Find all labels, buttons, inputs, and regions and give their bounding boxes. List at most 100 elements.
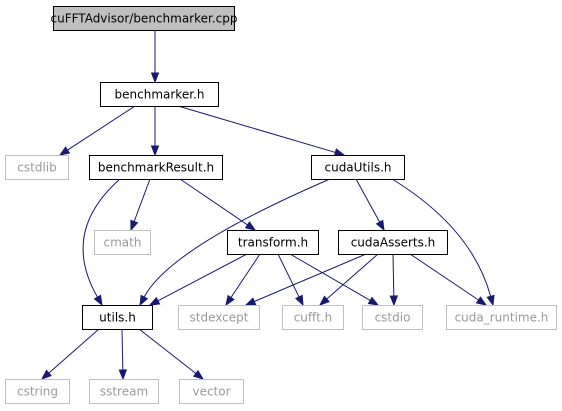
edge-line [177,105,336,153]
node-cuda-runtime-h: cuda_runtime.h [446,305,557,330]
node-sstream: sstream [89,379,159,404]
node-label: utils.h [99,311,136,325]
edge-line [48,328,100,374]
edge-line [409,253,479,301]
edge-cudaUtils_h-to-utils_h [139,178,331,307]
node-box [89,379,159,404]
edge-line [133,178,151,222]
edge-benchmarkResult_h-to-utils_h [82,178,121,307]
edge-line [392,253,395,297]
arrow-head-icon [150,72,160,84]
node-box [227,230,319,255]
node-box [89,155,223,180]
node-label: cstring [17,385,58,399]
node-cufft-h: cufft.h [282,305,344,330]
node-box [311,155,405,180]
arrow-head-icon [93,294,103,307]
arrow-head-icon [333,148,346,157]
edge-line [289,253,371,301]
node-label: cmath [104,236,142,250]
nodes-layer: cuFFTAdvisor/benchmarker.cpp benchmarker.… [5,6,557,404]
edge-line [179,178,248,226]
edge-transform_h-to-cstdio [289,253,380,306]
arrow-head-icon [139,294,149,307]
arrow-head-icon [118,369,128,381]
node-cudaUtils-h[interactable]: cudaUtils.h [311,155,405,180]
arrow-head-icon [192,369,205,380]
arrow-head-icon [295,294,304,307]
edge-line [277,253,300,298]
node-cudaAsserts-h[interactable]: cudaAsserts.h [338,230,448,255]
node-label: transform.h [238,236,308,250]
arrow-head-icon [375,219,385,232]
edge-transform_h-to-cufft_h [277,253,304,307]
edge-benchmarker_h-to-cstdlib [58,105,136,156]
edge-cudaAsserts_h-to-cufft_h [318,253,379,306]
node-cstdlib: cstdlib [5,155,69,180]
node-utils-h[interactable]: utils.h [82,305,153,330]
node-box [5,155,69,180]
arrow-head-icon [150,145,160,157]
arrow-head-icon [318,295,330,306]
node-box [5,379,70,404]
node-box [446,305,557,330]
arrow-head-icon [40,369,52,380]
edge-cudaAsserts_h-to-stdexcept [244,253,367,306]
edge-line [355,178,381,223]
node-vector: vector [179,379,244,404]
node-box [53,6,235,31]
arrow-head-icon [475,296,488,306]
edge-transform_h-to-stdexcept [225,253,261,307]
edge-cudaUtils_h-to-cudaAsserts_h [355,178,385,232]
edge-line [326,253,379,300]
node-label: cuda_runtime.h [455,311,549,325]
node-cstdio: cstdio [362,305,423,330]
node-cmath: cmath [94,230,151,255]
edge-line [138,328,197,374]
node-label: stdexcept [190,311,249,325]
arrow-head-icon [225,294,235,307]
edge-line [143,178,331,298]
edge-utils_h-to-vector [138,328,205,380]
node-label: cuFFTAdvisor/benchmarker.cpp [51,12,238,26]
arrow-head-icon [389,295,399,307]
edge-line [121,328,124,371]
arrow-head-icon [367,296,380,306]
edge-cudaAsserts_h-to-cstdio [389,253,399,307]
node-box [282,305,344,330]
arrow-head-icon [244,297,257,306]
edge-utils_h-to-cstring [40,328,100,380]
node-label: cstdlib [17,161,56,175]
arrow-head-icon [148,296,161,306]
edge-line [67,105,136,151]
edge-benchmarkResult_h-to-transform_h [179,178,257,231]
node-transform-h[interactable]: transform.h [227,230,319,255]
node-benchmarker-h[interactable]: benchmarker.h [100,82,219,107]
node-label: benchmarker.h [115,88,205,102]
node-label: cufft.h [294,311,333,325]
edge-root-to-benchmarker_h [150,30,160,84]
node-root[interactable]: cuFFTAdvisor/benchmarker.cpp [51,6,238,31]
edge-utils_h-to-sstream [118,328,128,381]
edge-line [391,178,492,297]
node-stdexcept: stdexcept [178,305,260,330]
edge-cudaAsserts_h-to-cuda_runtime_h [409,253,488,306]
edge-cudaUtils_h-to-cuda_runtime_h [391,178,495,307]
edge-transform_h-to-utils_h [148,253,248,306]
node-label: vector [192,385,230,399]
edge-line [157,253,248,302]
node-box [338,230,448,255]
node-box [100,82,219,107]
arrow-head-icon [58,146,71,156]
node-box [179,379,244,404]
node-cstring: cstring [5,379,70,404]
edge-line [254,253,367,302]
edge-line [82,178,121,298]
node-benchmarkResult-h[interactable]: benchmarkResult.h [89,155,223,180]
node-box [362,305,423,330]
edges-layer [40,30,495,381]
edge-line [230,253,261,298]
node-label: sstream [100,385,148,399]
arrow-head-icon [486,294,495,307]
